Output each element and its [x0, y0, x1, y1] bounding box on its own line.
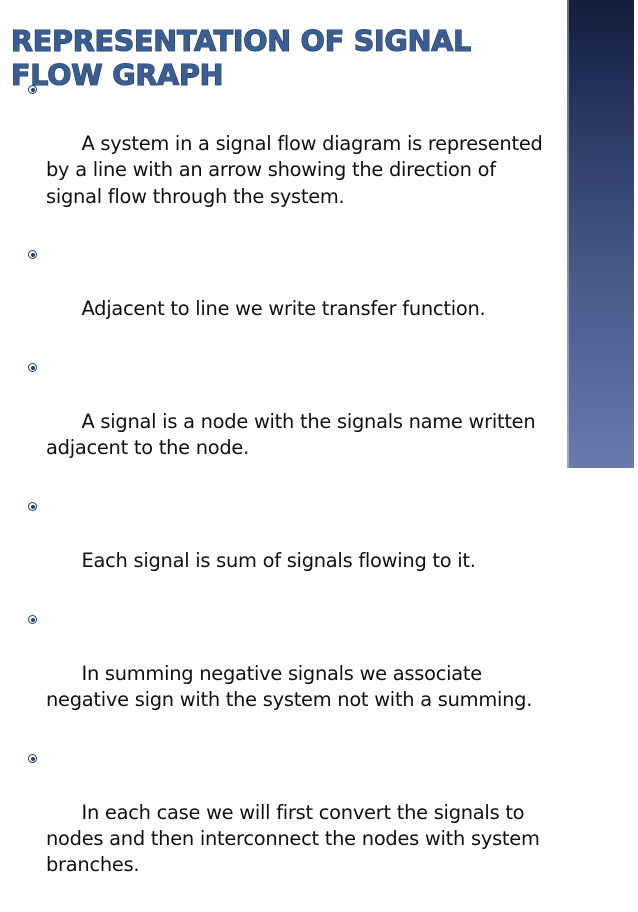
list-item-text: In summing negative signals we associate… [46, 661, 533, 711]
right-band-outer-edge [634, 0, 638, 471]
fisheye-bullet-icon [26, 495, 42, 521]
slide-title: REPRESENTATION OF SIGNAL FLOW GRAPH [10, 25, 481, 93]
fisheye-bullet-icon [26, 356, 42, 382]
list-item: Each signal is sum of signals flowing to… [0, 495, 560, 601]
fisheye-bullet-icon [26, 747, 42, 773]
list-item-text: A system in a signal flow diagram is rep… [46, 131, 549, 208]
list-item: A system in a signal flow diagram is rep… [0, 78, 560, 236]
right-gradient-band [567, 0, 636, 471]
list-item: Adjacent to line we write transfer funct… [0, 243, 560, 349]
list-item: A signal is a node with the signals name… [0, 356, 560, 488]
fisheye-bullet-icon [26, 608, 42, 634]
list-item-text: In each case we will first convert the s… [46, 800, 546, 877]
list-item-text: A signal is a node with the signals name… [46, 409, 542, 460]
list-item: In summing negative signals we associate… [0, 608, 560, 740]
bullet-list: A system in a signal flow diagram is rep… [0, 78, 560, 912]
right-band-inner-edge [567, 0, 569, 471]
fisheye-bullet-icon [26, 243, 42, 269]
list-item-text: Each signal is sum of signals flowing to… [81, 548, 476, 572]
list-item-text: Adjacent to line we write transfer funct… [81, 297, 486, 321]
right-band-bottom-edge [567, 468, 636, 479]
slide: REPRESENTATION OF SIGNAL FLOW GRAPH A sy… [10, 0, 638, 877]
list-item: In each case we will first convert the s… [0, 747, 560, 905]
fisheye-bullet-icon [26, 78, 42, 104]
